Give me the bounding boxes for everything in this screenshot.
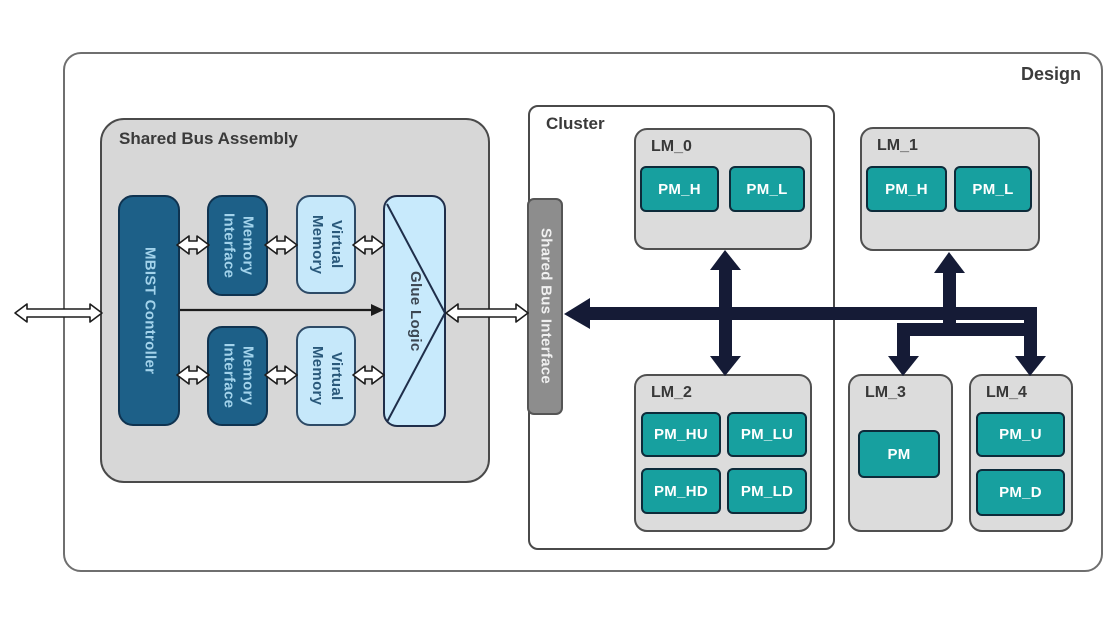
shared-bus-interface-bar: Shared Bus Interface — [527, 198, 563, 415]
glue-logic-mux-lines — [386, 203, 446, 423]
lm0-label: LM_0 — [651, 138, 692, 155]
memory-interface-bottom-label: Memory Interface — [220, 343, 257, 409]
lm1-label: LM_1 — [877, 137, 918, 154]
lm2-pm-hd-block: PM_HD — [641, 468, 721, 514]
virtual-memory-top-label: Virtual Memory — [309, 214, 345, 275]
lm3-label: LM_3 — [865, 384, 906, 401]
design-label: Design — [1020, 64, 1081, 84]
mbist-controller-label: MBIST Controller — [141, 246, 159, 375]
cluster-label: Cluster — [546, 114, 605, 133]
lm1-pm-h-block: PM_H — [866, 166, 947, 212]
memory-interface-bottom-block: Memory Interface — [207, 326, 268, 426]
lm2-pm-lu-block: PM_LU — [727, 412, 807, 457]
lm1-pm-l-block: PM_L — [954, 166, 1032, 212]
lm0-pm-l-block: PM_L — [729, 166, 805, 212]
lm2-pm-ld-block: PM_LD — [727, 468, 807, 514]
lm2-pm-hu-block: PM_HU — [641, 412, 721, 457]
lm2-label: LM_2 — [651, 384, 692, 401]
memory-interface-top-label: Memory Interface — [220, 212, 257, 279]
glue-logic-label: Glue Logic — [406, 270, 424, 352]
virtual-memory-bottom-block: Virtual Memory — [296, 326, 356, 426]
lm3-pm-block: PM — [858, 430, 940, 478]
lm0-pm-h-block: PM_H — [640, 166, 719, 212]
lm4-pm-d-block: PM_D — [976, 469, 1065, 516]
lm4-label: LM_4 — [986, 384, 1027, 401]
shared-bus-assembly-label: Shared Bus Assembly — [119, 129, 298, 148]
memory-interface-top-block: Memory Interface — [207, 195, 268, 296]
shared-bus-interface-label: Shared Bus Interface — [537, 228, 555, 385]
glue-logic-block: Glue Logic — [383, 195, 446, 427]
virtual-memory-top-block: Virtual Memory — [296, 195, 356, 294]
lm4-pm-u-block: PM_U — [976, 412, 1065, 457]
mbist-controller-block: MBIST Controller — [118, 195, 180, 426]
virtual-memory-bottom-label: Virtual Memory — [309, 346, 345, 406]
